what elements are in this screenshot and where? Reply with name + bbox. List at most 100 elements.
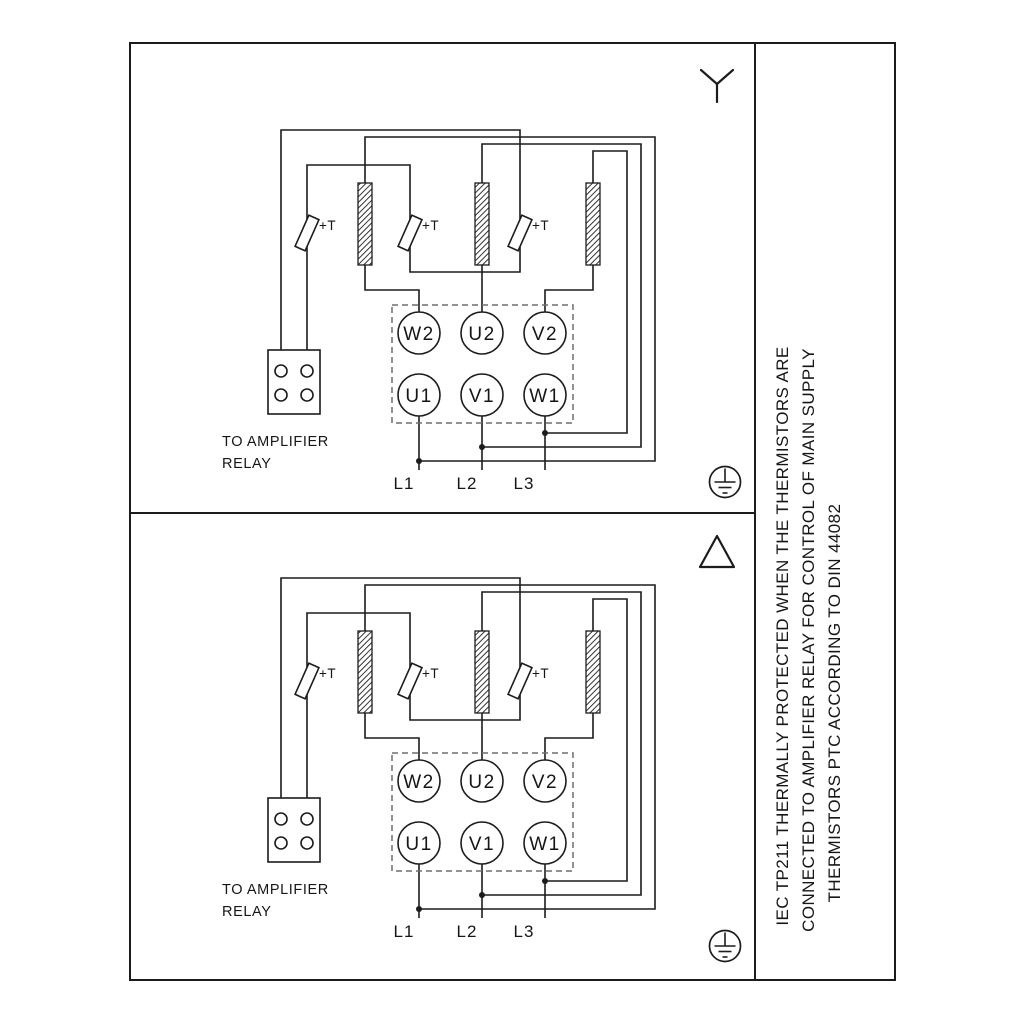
amplifier-relay-box <box>267 797 321 863</box>
junction-dot <box>416 906 422 912</box>
supply-label-l2: L2 <box>457 922 478 941</box>
terminal-box <box>391 304 574 424</box>
motor-winding-icon <box>357 630 373 714</box>
terminal-label: V1 <box>469 386 495 407</box>
wire-winding1-bottom <box>364 265 420 312</box>
motor-wiring-diagram: TO AMPLIFIER RELAY +T +T +T W2 <box>222 129 656 493</box>
relay-terminal <box>300 836 314 850</box>
terminal-label: U2 <box>468 772 495 793</box>
terminal-u2: U2 <box>460 311 504 355</box>
terminal-u1: U1 <box>397 373 441 417</box>
supply-label-l2: L2 <box>457 474 478 493</box>
motor-winding-icon <box>357 182 373 266</box>
outer-border <box>129 42 896 981</box>
relay-caption-line1: TO AMPLIFIER <box>222 882 329 898</box>
terminal-w2: W2 <box>397 311 441 355</box>
relay-terminal <box>274 388 288 402</box>
junction-dot <box>479 892 485 898</box>
terminal-w1: W1 <box>523 821 567 865</box>
wire-winding2-top <box>481 143 642 448</box>
wire-winding2-top <box>481 591 642 896</box>
wire-winding3-bottom <box>544 265 594 312</box>
junction-dot <box>542 430 548 436</box>
relay-terminal <box>300 364 314 378</box>
terminal-w1: W1 <box>523 373 567 417</box>
relay-caption-line1: TO AMPLIFIER <box>222 434 329 450</box>
thermistor-label: +T <box>319 218 336 233</box>
terminal-label: W1 <box>529 386 561 407</box>
wire-winding3-top <box>545 150 628 434</box>
star-symbol-icon <box>699 68 735 104</box>
supply-label-l1: L1 <box>394 922 415 941</box>
terminal-u2: U2 <box>460 759 504 803</box>
ground-icon <box>708 929 742 963</box>
terminal-u1: U1 <box>397 821 441 865</box>
wire-winding3-top <box>545 598 628 882</box>
terminal-label: V1 <box>469 834 495 855</box>
wire-thermistor-chain <box>280 577 521 798</box>
thermistor-label: +T <box>422 666 439 681</box>
junction-dot <box>479 444 485 450</box>
delta-symbol-icon <box>698 534 736 569</box>
note-line-1: IEC TP211 THERMALLY PROTECTED WHEN THE T… <box>773 346 792 925</box>
wiring <box>280 577 656 918</box>
wiring <box>280 129 656 470</box>
thermistor-icon <box>294 214 320 252</box>
terminal-label: W2 <box>403 772 435 793</box>
thermistor-label: +T <box>532 218 549 233</box>
frame <box>129 42 896 981</box>
thermistor-label: +T <box>422 218 439 233</box>
terminal-label: U2 <box>468 324 495 345</box>
junction-dot <box>542 878 548 884</box>
motor-winding-icon <box>474 182 490 266</box>
motor-winding-icon <box>474 630 490 714</box>
terminal-v1: V1 <box>460 373 504 417</box>
relay-terminal <box>274 812 288 826</box>
side-note: IEC TP211 THERMALLY PROTECTED WHEN THE T… <box>773 346 844 932</box>
thermistor-icon <box>294 662 320 700</box>
terminal-label: U1 <box>405 386 432 407</box>
relay-terminal <box>274 836 288 850</box>
relay-terminal <box>300 812 314 826</box>
thermistor-icon <box>507 214 533 252</box>
relay-box-body <box>267 349 321 415</box>
thermistor-icon <box>397 662 423 700</box>
thermistor-icon <box>397 214 423 252</box>
terminal-label: V2 <box>532 772 558 793</box>
wire-winding3-bottom <box>544 713 594 760</box>
supply-label-l1: L1 <box>394 474 415 493</box>
ground-icon <box>708 465 742 499</box>
wire-winding1-bottom <box>364 713 420 760</box>
note-line-2: CONNECTED TO AMPLIFIER RELAY FOR CONTROL… <box>799 348 818 932</box>
relay-caption-line2: RELAY <box>222 456 271 472</box>
amplifier-relay-box <box>267 349 321 415</box>
panel-delta-connection: TO AMPLIFIER RELAY +T +T +T W2 <box>222 534 742 963</box>
terminal-v2: V2 <box>523 759 567 803</box>
terminal-label: W1 <box>529 834 561 855</box>
terminal-v2: V2 <box>523 311 567 355</box>
motor-wiring-diagram: TO AMPLIFIER RELAY +T +T +T W2 <box>222 577 656 941</box>
thermistor-icon <box>507 662 533 700</box>
relay-box-body <box>267 797 321 863</box>
relay-terminal <box>274 364 288 378</box>
relay-caption-line2: RELAY <box>222 904 271 920</box>
supply-label-l3: L3 <box>514 922 535 941</box>
terminal-label: U1 <box>405 834 432 855</box>
terminal-v1: V1 <box>460 821 504 865</box>
terminal-w2: W2 <box>397 759 441 803</box>
terminal-box <box>391 752 574 872</box>
thermistor-label: +T <box>319 666 336 681</box>
junction-dot <box>416 458 422 464</box>
note-line-3: THERMISTORS PTC ACCORDING TO DIN 44082 <box>825 504 844 903</box>
terminal-label: W2 <box>403 324 435 345</box>
panel-star-connection: TO AMPLIFIER RELAY +T +T +T W2 <box>222 68 742 499</box>
motor-winding-icon <box>585 630 601 714</box>
wire-thermistor-chain <box>280 129 521 350</box>
thermistor-label: +T <box>532 666 549 681</box>
motor-winding-icon <box>585 182 601 266</box>
supply-label-l3: L3 <box>514 474 535 493</box>
wire-winding1-top <box>364 136 656 462</box>
relay-terminal <box>300 388 314 402</box>
